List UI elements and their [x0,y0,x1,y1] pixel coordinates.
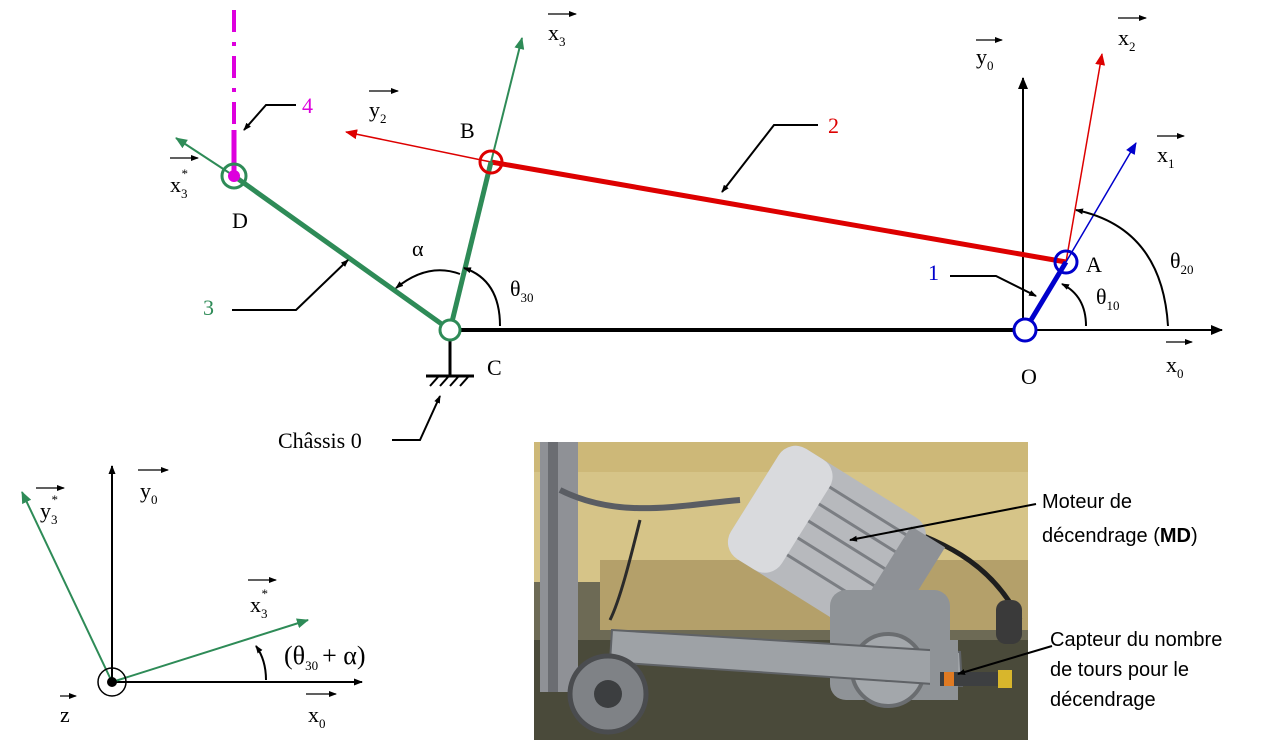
vector-overbars [170,11,1193,345]
leader-body-1 [950,275,1037,297]
joint-b [478,149,504,175]
detail-label-x0: x0 [308,702,326,731]
label-point-b: B [460,118,475,143]
label-point-a: A [1086,252,1102,277]
motor-caption-line1: Moteur de [1042,491,1132,513]
label-y2: y2 [369,97,387,126]
x2-axis-arrow [1065,53,1106,263]
motor-caption-line2: décendrage (MD) [1042,525,1198,547]
label-theta20: θ20 [1170,248,1194,277]
label-alpha: α [412,236,424,261]
leader-body-2 [721,124,818,193]
joint-o [1012,317,1038,343]
label-body-2: 2 [828,113,839,138]
detail-z-dot [107,677,117,687]
label-y0: y0 [976,44,994,73]
alpha-arc [395,269,461,289]
joint-d-inner [228,170,240,182]
detail-z-circle [97,667,127,697]
label-theta10: θ10 [1096,284,1120,313]
label-point-c: C [487,355,502,380]
label-theta30: θ30 [510,276,534,305]
label-x2: x2 [1118,25,1136,54]
x1-axis-arrow [1065,142,1137,263]
link-2-ab [490,159,1067,265]
rotation-detail: y3* y0 x3* x0 z (θ30+ α) [21,465,366,731]
leader-body-3 [232,259,349,311]
leader-chassis [392,395,441,441]
detail-label-y3-star: y3* [40,492,58,527]
link-3-cd [232,173,452,333]
link-3-cb [447,161,494,331]
label-body-4: 4 [302,93,313,118]
label-body-1: 1 [928,260,939,285]
detail-angle-arc [255,645,267,681]
sensor-caption-line3: décendrage [1050,689,1156,711]
detail-y3-star-arrow [21,491,113,683]
detail-label-y0: y0 [140,478,158,507]
label-x0: x0 [1166,352,1184,381]
machine-photo [534,442,1053,740]
detail-label-x3-star: x3* [250,586,268,621]
sensor-caption-line2: de tours pour le [1050,659,1189,681]
label-x3: x3 [548,20,566,49]
theta10-arc [1061,283,1087,327]
sensor-caption-line1: Capteur du nombre [1050,629,1222,651]
detail-x3-star-arrow [111,618,309,683]
label-body-3: 3 [203,295,214,320]
theta30-arc [463,267,501,327]
leader-body-4 [243,104,296,131]
joint-d [220,162,248,190]
link-1-oa [1022,260,1069,332]
label-chassis: Châssis 0 [278,428,362,453]
label-point-d: D [232,208,248,233]
detail-label-angle: (θ30+ α) [284,641,366,673]
theta20-arc [1075,208,1169,327]
joint-c [438,318,462,342]
label-x1: x1 [1157,142,1175,171]
y2-axis-arrow [345,129,492,163]
label-point-o: O [1021,364,1037,389]
joint-a [1053,249,1079,275]
detail-label-z: z [60,702,70,727]
x3-axis-arrow [490,37,525,163]
label-x3-star: x3* [170,166,188,201]
